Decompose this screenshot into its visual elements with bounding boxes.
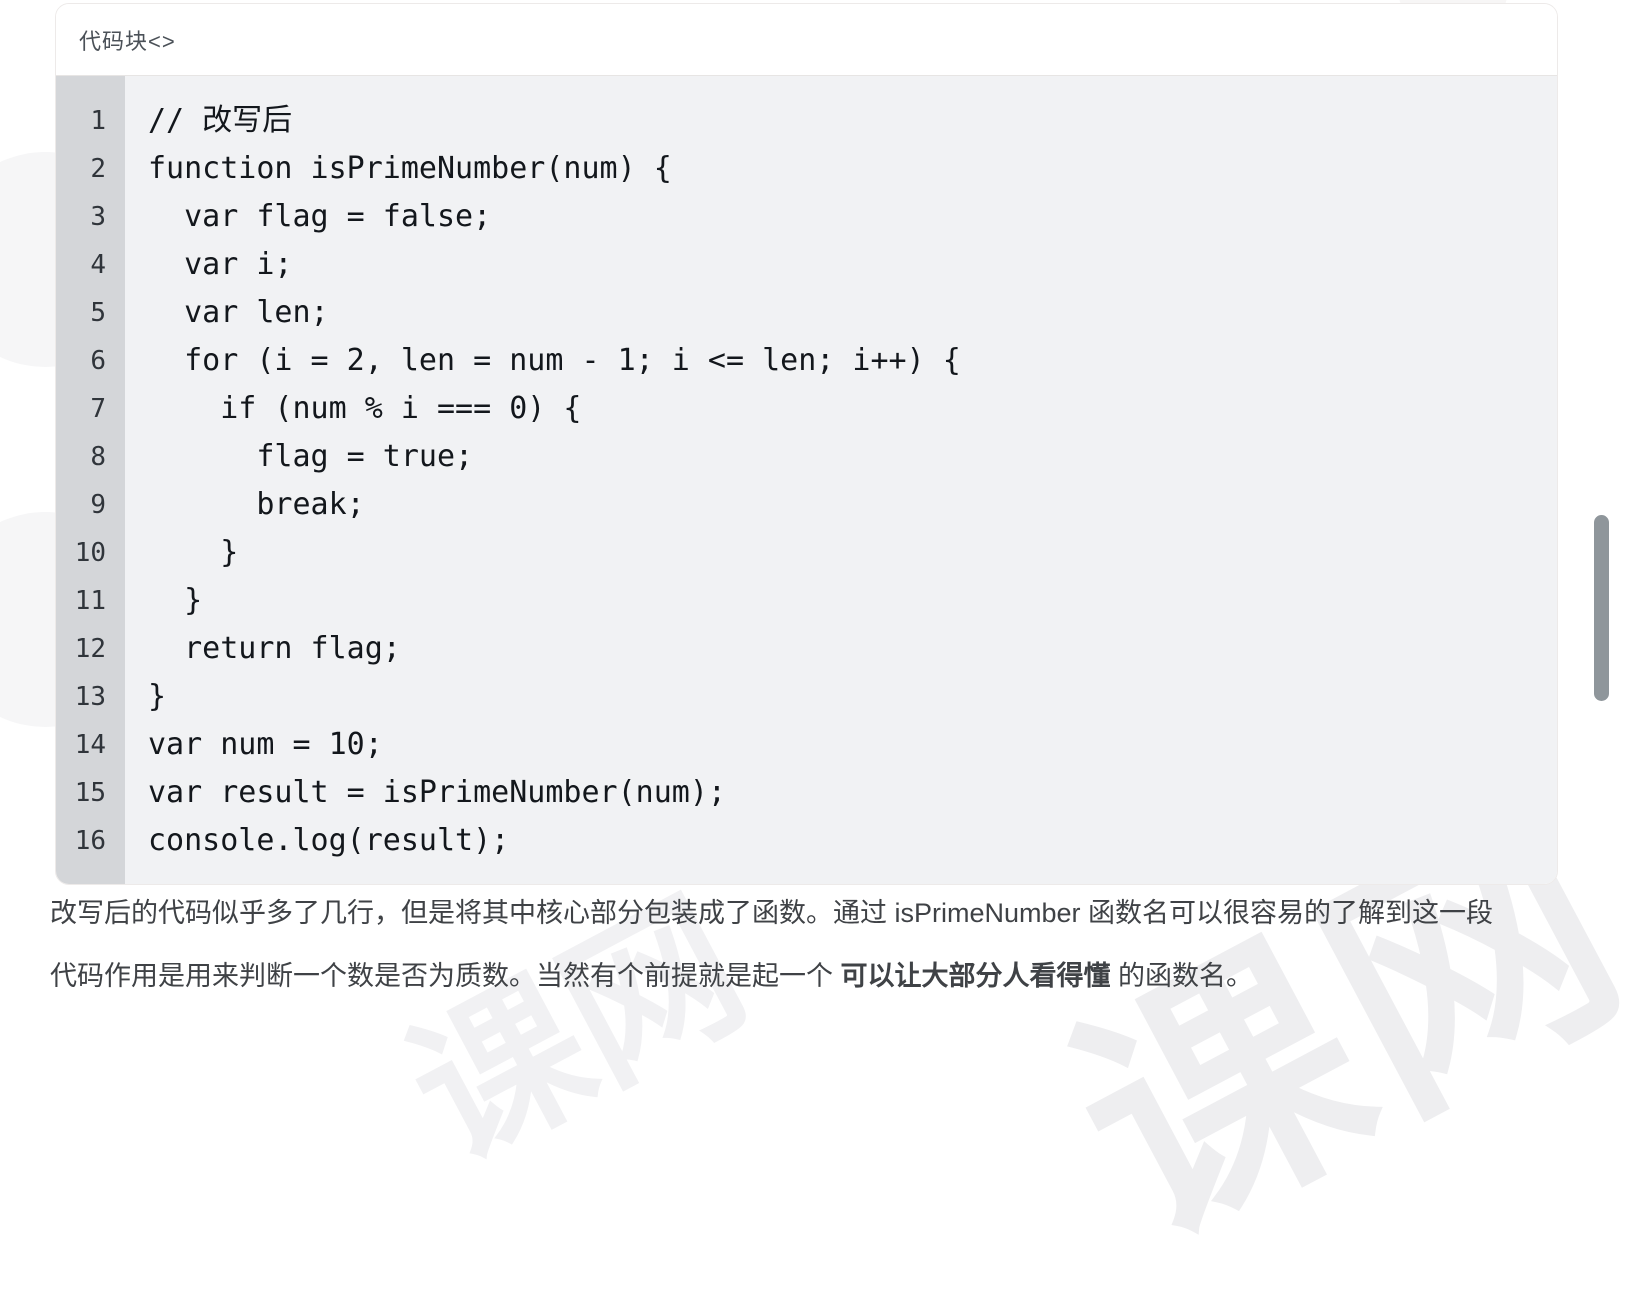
paragraph-bold-text: 可以让大部分人看得懂 [840, 961, 1111, 991]
code-line: } [148, 679, 167, 714]
code-line: var num = 10; [148, 727, 383, 762]
code-line: function isPrimeNumber(num) { [148, 151, 672, 186]
code-line: var flag = false; [148, 199, 492, 234]
code-content: // 改写后 function isPrimeNumber(num) { var… [125, 76, 1557, 884]
code-line: // 改写后 [148, 103, 293, 138]
line-number-gutter: 1 2 3 4 5 6 7 8 9 10 11 12 13 14 15 16 [56, 76, 125, 884]
line-number: 5 [90, 298, 106, 328]
code-line: flag = true; [148, 439, 474, 474]
line-number: 4 [90, 250, 106, 280]
line-number: 1 [90, 106, 106, 136]
code-line: var len; [148, 295, 329, 330]
line-number: 15 [74, 778, 106, 808]
line-number: 6 [90, 346, 106, 376]
code-line: var result = isPrimeNumber(num); [148, 775, 726, 810]
code-line: } [148, 583, 203, 618]
code-line: console.log(result); [148, 823, 510, 858]
paragraph-line: 改写后的代码似乎多了几行，但是将其中核心部分包装成了函数。通过 isPrimeN… [50, 898, 1494, 928]
line-number: 7 [90, 394, 106, 424]
code-line: for (i = 2, len = num - 1; i <= len; i++… [148, 343, 961, 378]
line-number: 14 [74, 730, 106, 760]
code-line: var i; [148, 247, 293, 282]
paragraph-line: 代码作用是用来判断一个数是否为质数。当然有个前提就是起一个 可以让大部分人看得懂… [50, 945, 1560, 1008]
code-block-title: 代码块<> [79, 28, 176, 54]
scrollbar-thumb[interactable] [1594, 515, 1609, 701]
line-number: 13 [74, 682, 106, 712]
line-number: 9 [90, 490, 106, 520]
code-line: return flag; [148, 631, 401, 666]
line-number: 10 [74, 538, 106, 568]
line-number: 16 [74, 826, 106, 856]
paragraph-text: 代码作用是用来判断一个数是否为质数。当然有个前提就是起一个 [50, 961, 841, 991]
line-number: 11 [74, 586, 106, 616]
code-line: break; [148, 487, 365, 522]
code-block-card: 代码块<> 1 2 3 4 5 6 7 8 9 10 11 12 13 14 1… [55, 3, 1558, 885]
explanation-paragraph: 改写后的代码似乎多了几行，但是将其中核心部分包装成了函数。通过 isPrimeN… [50, 882, 1560, 1008]
line-number: 8 [90, 442, 106, 472]
line-number: 3 [90, 202, 106, 232]
code-line: } [148, 535, 239, 570]
code-line: if (num % i === 0) { [148, 391, 582, 426]
code-block-header: 代码块<> [56, 4, 1557, 76]
line-number: 2 [90, 154, 106, 184]
paragraph-text: 的函数名。 [1110, 961, 1254, 991]
code-area: 1 2 3 4 5 6 7 8 9 10 11 12 13 14 15 16 /… [56, 76, 1557, 884]
line-number: 12 [74, 634, 106, 664]
